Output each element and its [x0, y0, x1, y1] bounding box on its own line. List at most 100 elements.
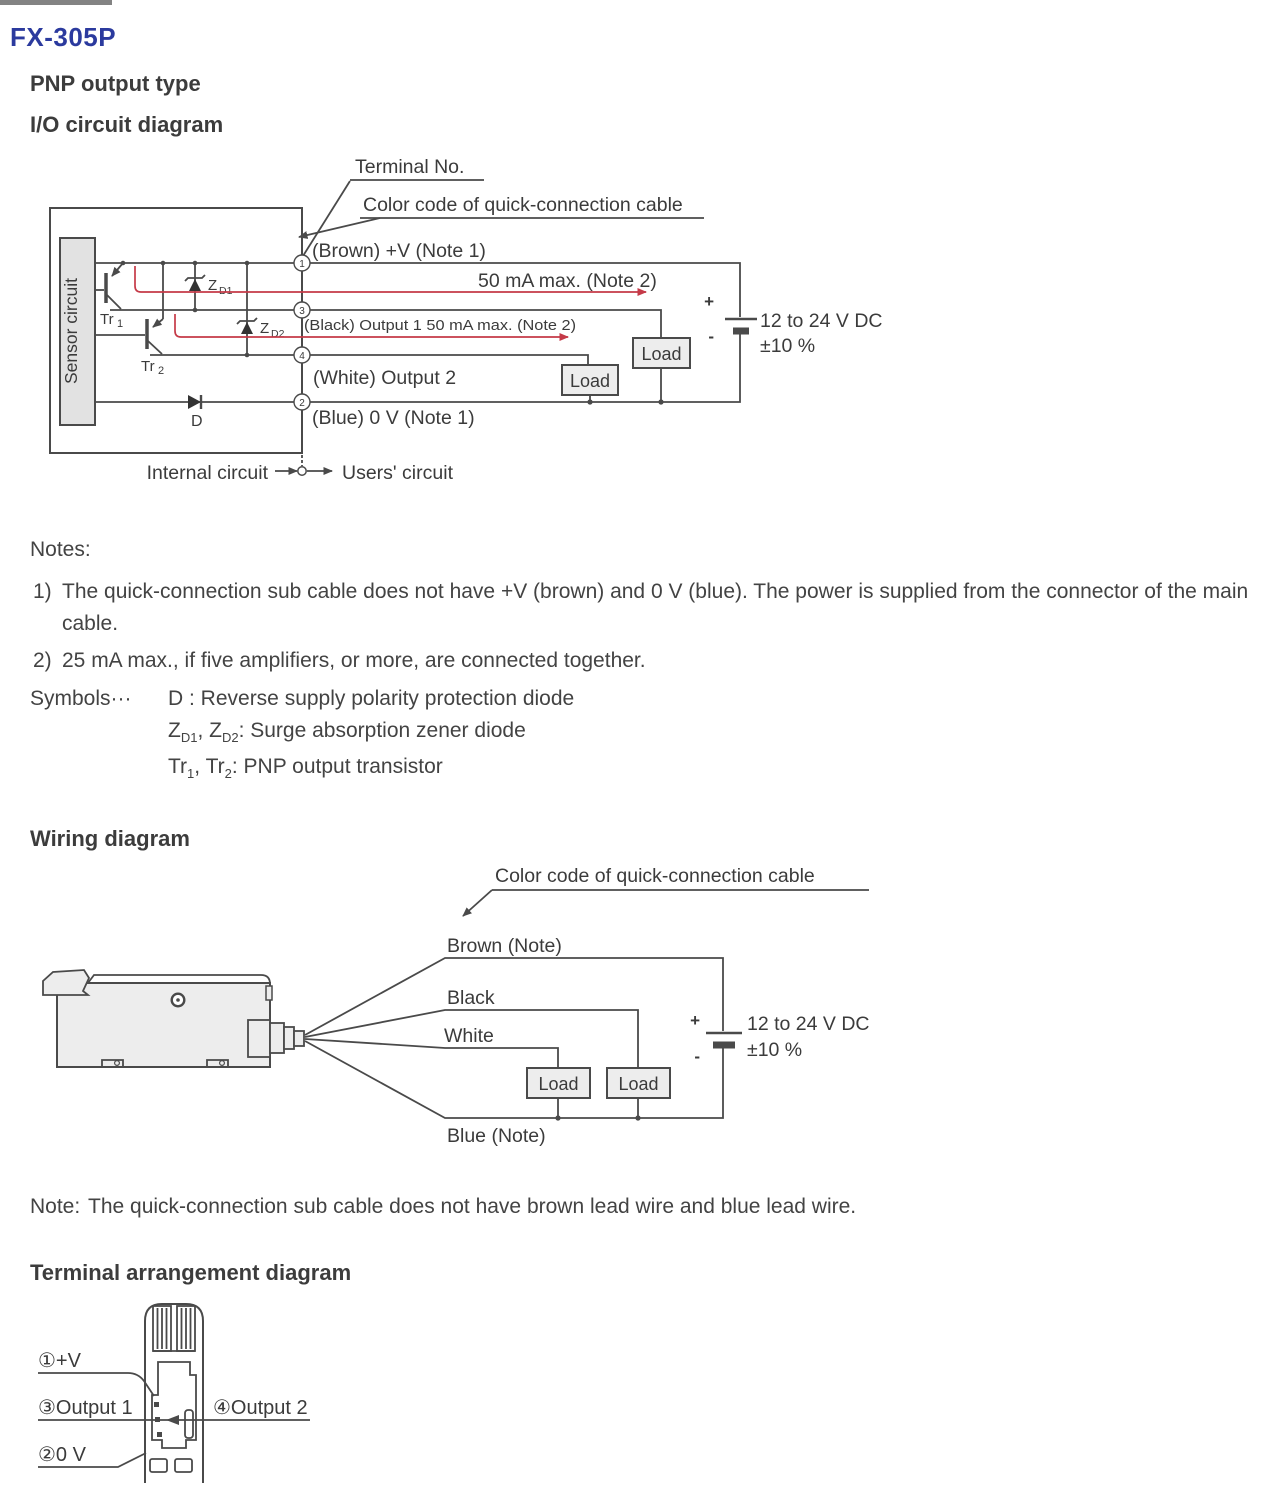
- battery-symbol-2: + - 12 to 24 V DC ±10 %: [690, 1011, 869, 1066]
- color-code-arrow-2: [462, 889, 493, 917]
- symbols-label: Symbols···: [30, 687, 132, 710]
- supply-voltage-label-2: 12 to 24 V DC: [747, 1013, 869, 1035]
- page-title: FX-305P: [10, 22, 117, 52]
- terminal-2-circle: [293, 393, 311, 411]
- battery-symbol: + - 12 to 24 V DC ±10 %: [704, 292, 882, 357]
- load-box-output1: Load: [632, 337, 691, 369]
- users-circuit-label: Users' circuit: [342, 462, 454, 484]
- pin-dot-1: [154, 1402, 159, 1407]
- pin4-label: ④Output 2: [213, 1397, 308, 1419]
- pin1-label: ①+V: [38, 1350, 82, 1372]
- amplifier-cap: [42, 969, 91, 996]
- diode-d-label: D: [191, 413, 203, 430]
- wiring-note-text: The quick-connection sub cable does not …: [88, 1195, 857, 1218]
- battery-minus: -: [708, 327, 714, 346]
- terminal-2-number: 2: [299, 398, 305, 409]
- terminal-4-circle: [293, 346, 311, 364]
- connector-tip: [293, 1030, 305, 1047]
- white-wire: [304, 1038, 559, 1068]
- pin4-arrowhead: [166, 1415, 179, 1425]
- connector-part-2: [269, 1022, 285, 1054]
- io-circuit-heading: I/O circuit diagram: [30, 112, 224, 137]
- boundary-node: [297, 466, 307, 476]
- symbol-d-text: D : Reverse supply polarity protection d…: [168, 687, 575, 710]
- zd2-label-sub: D2: [271, 328, 285, 340]
- color-code-arrow: [298, 217, 381, 239]
- tr2-label: Tr: [141, 358, 155, 375]
- connector-part-3: [283, 1026, 295, 1050]
- pin-dot-3: [157, 1432, 162, 1437]
- circuit-boundary: Internal circuit Users' circuit: [147, 455, 454, 484]
- current-arrow-output1: [134, 266, 647, 296]
- blue-label: Blue (Note): [447, 1125, 546, 1147]
- color-code-callout: Color code of quick-connection cable: [298, 194, 704, 239]
- symbols-line-d: Symbols··· D : Reverse supply polarity p…: [30, 686, 574, 712]
- connector-inner-profile: [151, 1361, 197, 1449]
- supply-tolerance-label-2: ±10 %: [747, 1039, 802, 1061]
- black-wire-label: (Black) Output 1 50 mA max. (Note 2): [304, 317, 576, 334]
- connector-outline: [144, 1303, 204, 1483]
- sensor-circuit-label: Sensor circuit: [61, 278, 81, 384]
- connector-drawing: [144, 1303, 204, 1483]
- color-code-label-2: Color code of quick-connection cable: [495, 865, 815, 887]
- connector-part-1: [247, 1019, 271, 1058]
- brown-wire: [304, 957, 724, 1036]
- lead-wires: [304, 957, 724, 1121]
- tr1-label-sub: 1: [117, 318, 123, 330]
- connector-slot: [184, 1409, 194, 1439]
- wiring-note: Note: The quick-connection sub cable doe…: [30, 1191, 1268, 1223]
- terminal-3-number: 3: [299, 306, 305, 317]
- note-2: 2) 25 mA max., if five amplifiers, or mo…: [33, 645, 1272, 677]
- wiring-heading: Wiring diagram: [30, 826, 190, 851]
- battery-minus: -: [694, 1047, 700, 1066]
- io-circuit-diagram: Terminal No. Color code of quick-connect…: [49, 156, 882, 484]
- note-2-marker: 2): [33, 649, 52, 672]
- pin3-label: ③Output 1: [38, 1397, 133, 1419]
- wiring-note-marker: Note:: [30, 1195, 81, 1218]
- white-wire-label: (White) Output 2: [313, 367, 456, 389]
- sensor-circuit-block: Sensor circuit: [59, 237, 96, 426]
- note-1-text: The quick-connection sub cable does not …: [62, 580, 1249, 635]
- current-flow-arrows: [134, 266, 647, 341]
- symbols-line-zd: ZD1, ZD2: Surge absorption zener diode: [30, 718, 526, 751]
- connector-clamp: [152, 1305, 196, 1352]
- bottom-port-2: [174, 1458, 193, 1473]
- blue-wire: [304, 1040, 724, 1119]
- tr2-label-sub: 2: [158, 365, 164, 377]
- bottom-port-1: [149, 1458, 168, 1473]
- terminal-4-number: 4: [299, 351, 305, 362]
- blue-wire-label: (Blue) 0 V (Note 1): [312, 407, 475, 429]
- black-wire: [304, 1009, 639, 1068]
- supply-voltage-label: 12 to 24 V DC: [760, 310, 882, 332]
- current-arrow-output2: [174, 314, 569, 341]
- black-label: Black: [447, 987, 495, 1009]
- notes-title: Notes:: [30, 538, 91, 561]
- white-label: White: [444, 1025, 494, 1047]
- page-edge-artifact: [0, 0, 112, 5]
- transistor-tr2: Tr 2: [141, 318, 164, 377]
- load-box-output2: Load: [561, 364, 619, 396]
- color-code-label: Color code of quick-connection cable: [363, 194, 683, 216]
- sensor-circuit-box: [59, 237, 96, 426]
- terminal-1-number: 1: [299, 259, 305, 270]
- junction-dots: [120, 260, 664, 405]
- battery-plus: +: [704, 292, 714, 311]
- tr1-label: Tr: [100, 311, 114, 328]
- load-label: Load: [618, 1074, 658, 1094]
- zd1-label-sub: D1: [219, 285, 233, 297]
- amplifier-unit-drawing: [42, 969, 305, 1068]
- amplifier-top-edge: [87, 974, 271, 985]
- terminal-no-label: Terminal No.: [355, 156, 464, 178]
- transistor-tr1: Tr 1: [100, 262, 124, 330]
- wiring-diagram: Color code of quick-connection cable: [42, 865, 869, 1147]
- internal-circuit-box: [49, 207, 303, 454]
- terminal-circles: 1 3 4 2: [293, 254, 311, 411]
- note-1: 1) The quick-connection sub cable does n…: [33, 576, 1272, 640]
- symbols-line-tr: Tr1, Tr2: PNP output transistor: [30, 754, 443, 787]
- terminal-arrangement-diagram: ①+V ③Output 1 ④Output 2 ②0 V: [38, 1303, 310, 1483]
- terminal-3-circle: [293, 301, 311, 319]
- load-box-black: Load: [606, 1067, 671, 1099]
- terminal-no-leader-line: [302, 180, 351, 257]
- zd1-label: Z: [208, 277, 217, 294]
